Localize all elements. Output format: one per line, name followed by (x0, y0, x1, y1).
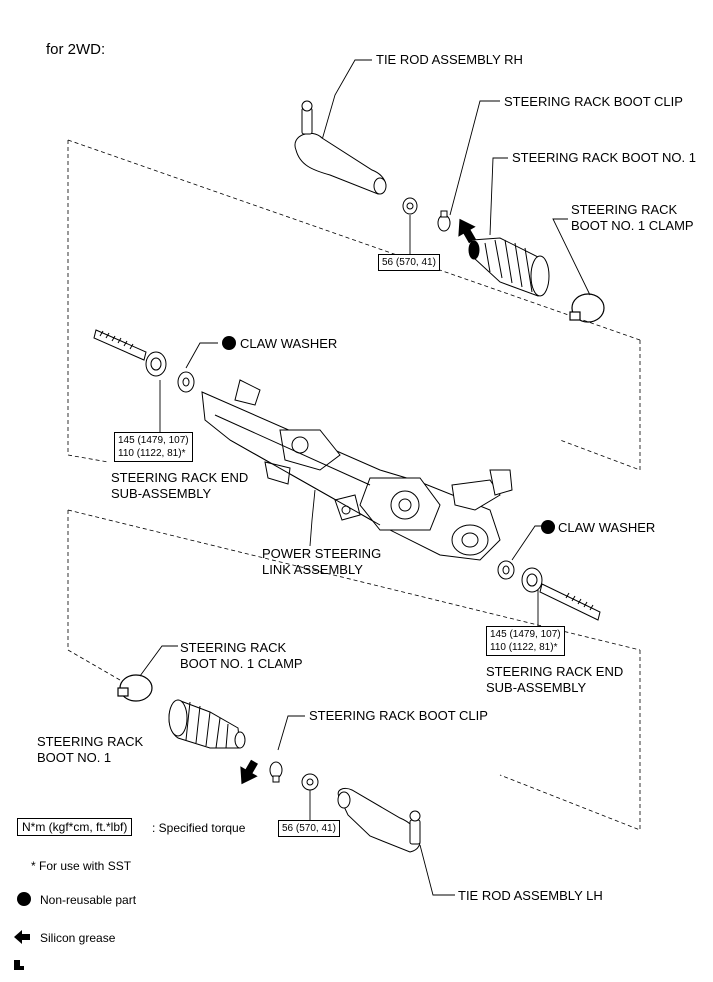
claw-washer-right-non-reusable-icon (541, 520, 555, 534)
legend-torque-desc: : Specified torque (152, 821, 246, 835)
legend-torque-unit-box: N*m (kgf*cm, ft.*lbf) (17, 818, 133, 836)
label-boot-clip-bottom: STEERING RACK BOOT CLIP (309, 708, 488, 723)
label-boot-no1-top: STEERING RACK BOOT NO. 1 (512, 150, 696, 165)
torque-box-rack-end-right: 145 (1479, 107) 110 (1122, 81)* (486, 626, 565, 656)
legend-sst-note: * For use with SST (31, 859, 132, 873)
tie-rod-lh-part (337, 787, 421, 853)
boot-no1-top-part (468, 237, 550, 297)
label-boot-clamp-top: STEERING RACK BOOT NO. 1 CLAMP (571, 202, 694, 233)
silicon-grease-arrow-bottom (240, 759, 258, 785)
nut-bottom-part (301, 773, 319, 791)
legend-non-reusable-icon (17, 892, 31, 906)
boot-clip-top-part (437, 210, 451, 232)
claw-washer-left-part (177, 371, 195, 393)
power-steering-link-part (201, 379, 513, 561)
page-title: for 2WD: (46, 41, 106, 58)
label-tie-rod-rh: TIE ROD ASSEMBLY RH (376, 52, 523, 67)
legend-silicon-grease: Silicon grease (40, 931, 116, 945)
torque-box-rack-end-left: 145 (1479, 107) 110 (1122, 81)* (114, 432, 193, 462)
boot-clip-bottom-part (269, 761, 283, 783)
torque-box-nut-bottom: 56 (570, 41) (278, 820, 340, 837)
legend-non-reusable: Non-reusable part (40, 893, 137, 907)
label-claw-washer-right: CLAW WASHER (558, 520, 656, 535)
rack-end-right-part (521, 567, 601, 621)
boot-clamp-top-part (569, 293, 605, 323)
boot-no1-bottom-part (168, 699, 246, 749)
torque-box-nut-top: 56 (570, 41) (378, 254, 440, 271)
label-boot-no1-bottom: STEERING RACK BOOT NO. 1 (37, 734, 144, 765)
label-rack-end-right: STEERING RACK END SUB-ASSEMBLY (486, 664, 624, 695)
silicon-grease-arrow-top (458, 218, 476, 244)
legend-grease-arrow-icon (14, 930, 30, 944)
rack-end-left-part (93, 329, 167, 377)
claw-washer-right-part (497, 560, 515, 580)
label-claw-washer-left: CLAW WASHER (240, 336, 338, 351)
claw-washer-left-non-reusable-icon (222, 336, 236, 350)
label-tie-rod-lh: TIE ROD ASSEMBLY LH (458, 888, 603, 903)
page-marker-icon (14, 960, 24, 970)
label-power-steering-link: POWER STEERING LINK ASSEMBLY (262, 546, 382, 577)
boot-clamp-bottom-part (117, 674, 153, 702)
label-boot-clip-top: STEERING RACK BOOT CLIP (504, 94, 683, 109)
label-boot-clamp-bottom: STEERING RACK BOOT NO. 1 CLAMP (180, 640, 303, 671)
label-rack-end-left: STEERING RACK END SUB-ASSEMBLY (111, 470, 249, 501)
tie-rod-rh-part (294, 100, 418, 215)
